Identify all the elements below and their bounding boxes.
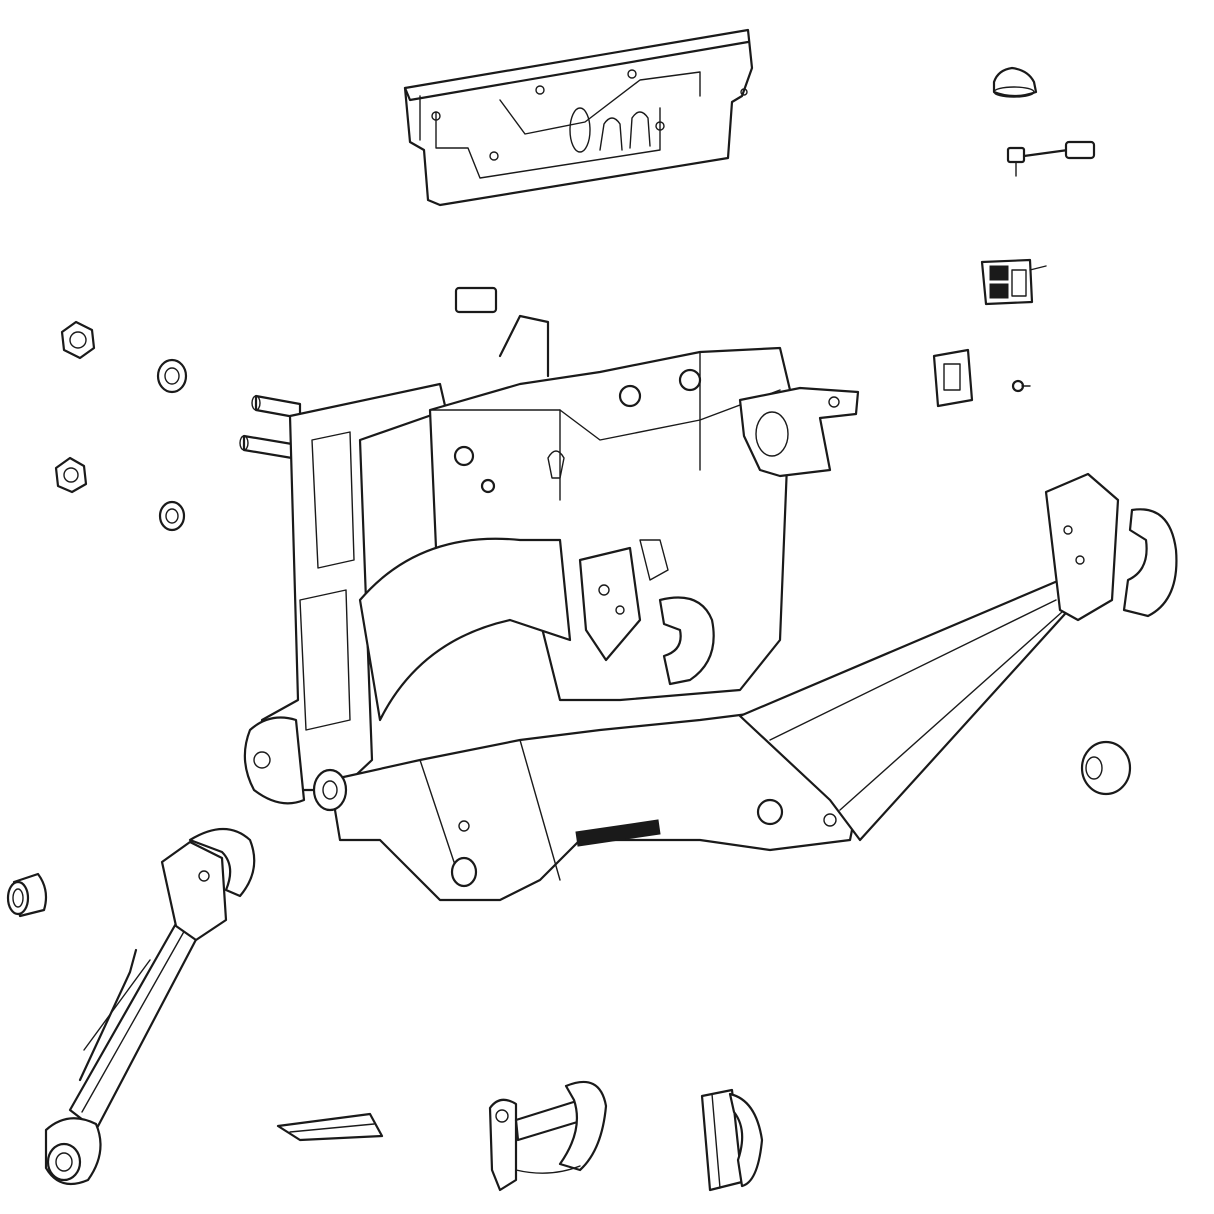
washer-lower[interactable] [158, 500, 186, 532]
hitch-frame-assembly[interactable] [239, 286, 862, 902]
control-switch[interactable] [980, 258, 1047, 306]
washer-upper[interactable] [156, 358, 188, 394]
hook-latch-assembly[interactable] [488, 1080, 608, 1192]
pin-handle-assembly[interactable] [700, 1088, 764, 1192]
bushing-right[interactable] [1080, 740, 1132, 796]
latch-bracket[interactable] [276, 1112, 384, 1142]
nut-upper[interactable] [60, 320, 96, 360]
nut-lower[interactable] [54, 456, 88, 494]
bushing-left[interactable] [6, 872, 48, 918]
rubber-cap[interactable] [992, 66, 1038, 98]
right-lower-link-arm[interactable] [738, 472, 1178, 842]
left-lower-link-arm[interactable] [44, 828, 256, 1186]
small-screw[interactable] [1011, 379, 1031, 393]
switch-bezel[interactable] [932, 348, 974, 408]
sensor-cable[interactable] [1006, 140, 1096, 177]
top-cover-plate[interactable] [403, 28, 754, 207]
